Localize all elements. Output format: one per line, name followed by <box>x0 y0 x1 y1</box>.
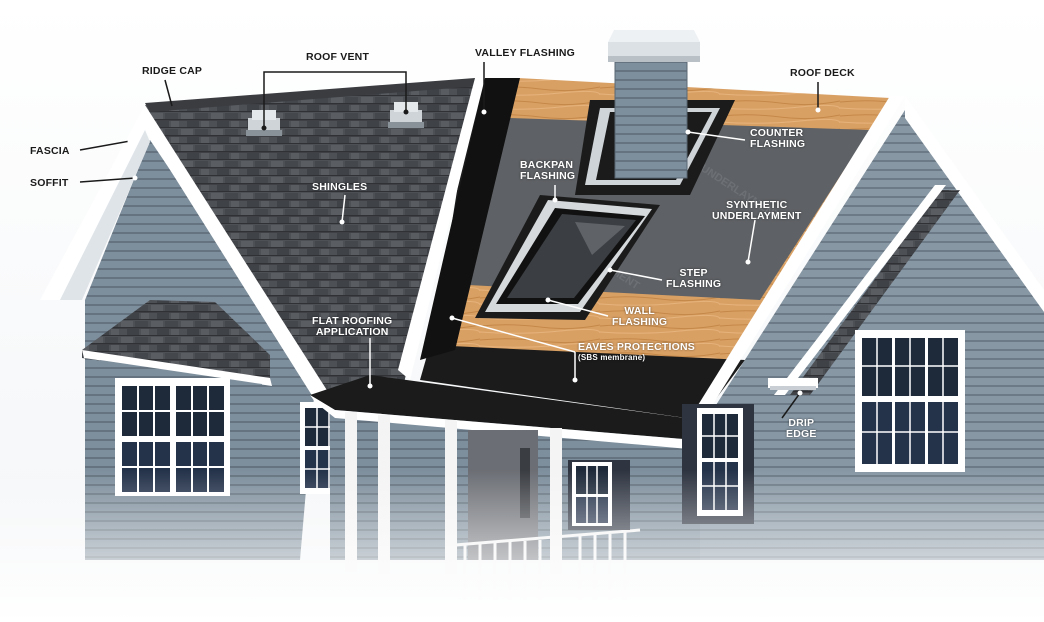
leader-lines-light <box>341 131 756 386</box>
label-synthetic-underlayment-line1: SYNTHETIC <box>726 199 788 211</box>
label-roof-deck: ROOF DECK <box>790 67 855 79</box>
label-wall-flashing: WALL FLASHING <box>612 306 667 328</box>
label-drip-edge: DRIP EDGE <box>786 418 817 440</box>
label-counter-flashing: COUNTER FLASHING <box>750 128 805 150</box>
label-backpan-flashing: BACKPAN FLASHING <box>520 160 575 182</box>
label-fascia: FASCIA <box>30 145 70 157</box>
right-side-window <box>855 330 965 472</box>
chimney <box>575 30 735 195</box>
label-counter-flashing-line2: FLASHING <box>750 138 806 150</box>
skylight <box>475 195 660 320</box>
label-step-flashing-line2: FLASHING <box>666 278 722 290</box>
label-step-flashing: STEP FLASHING <box>666 268 721 290</box>
leader-dots <box>127 107 821 396</box>
leader-lines <box>79 62 819 419</box>
label-wall-flashing-line2: FLASHING <box>612 316 668 328</box>
label-shingles: SHINGLES <box>312 181 368 193</box>
label-eaves-protections-line1: EAVES PROTECTIONS <box>578 341 695 353</box>
label-synthetic-underlayment-line2: UNDERLAYMENT <box>712 210 802 222</box>
label-backpan-flashing-line2: FLASHING <box>520 170 576 182</box>
label-counter-flashing-line1: COUNTER <box>750 127 804 139</box>
label-eaves-protections: EAVES PROTECTIONS (SBS membrane) <box>578 341 695 363</box>
label-ridge-cap: RIDGE CAP <box>142 65 203 77</box>
label-synthetic-underlayment: SYNTHETIC UNDERLAYMENT <box>712 200 802 222</box>
label-backpan-flashing-line1: BACKPAN <box>520 159 574 171</box>
label-wall-flashing-line1: WALL <box>624 305 655 317</box>
label-drip-edge-line2: EDGE <box>786 428 817 440</box>
label-valley-flashing: VALLEY FLASHING <box>475 47 576 59</box>
label-soffit: SOFFIT <box>30 177 69 189</box>
label-flat-roofing-line1: FLAT ROOFING <box>312 315 393 327</box>
label-drip-edge-line1: DRIP <box>788 417 815 429</box>
label-flat-roofing-line2: APPLICATION <box>315 326 389 338</box>
label-flat-roofing-application: FLAT ROOFING APPLICATION <box>312 316 392 338</box>
label-step-flashing-line1: STEP <box>679 267 708 279</box>
label-eaves-protections-sub: (SBS membrane) <box>578 353 646 362</box>
label-roof-vent: ROOF VENT <box>306 51 370 63</box>
